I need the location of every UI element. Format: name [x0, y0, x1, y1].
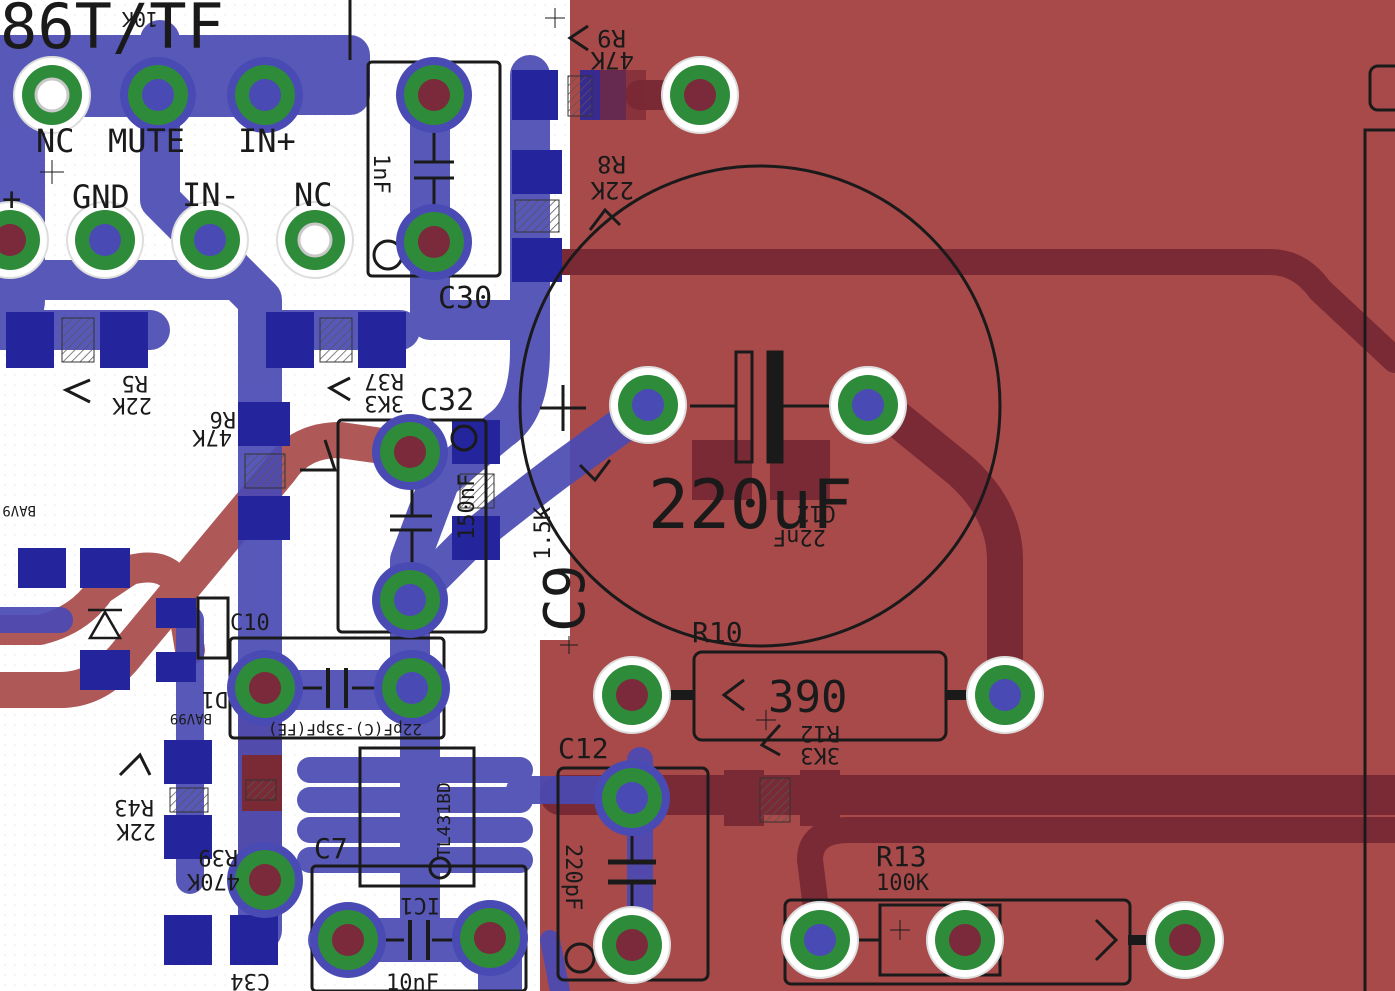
ic1-name: IC1 — [400, 892, 440, 917]
ic-part-label: 86T/TF — [0, 0, 224, 63]
pad — [0, 224, 26, 256]
r43-value: 22K — [116, 818, 156, 843]
pad — [804, 924, 836, 956]
r5-name: R5 — [122, 370, 149, 395]
c7-name: C7 — [314, 832, 348, 865]
c10-value: 22pF(C)-33pF(FE) — [268, 720, 422, 739]
pad — [616, 679, 648, 711]
pin-nc2-label: NC — [294, 176, 333, 214]
r13-name: R13 — [876, 840, 927, 873]
r8-name: R8 — [597, 150, 626, 178]
r-1k5-label: 1.5K — [531, 506, 556, 560]
c7-value: 10nF — [386, 971, 439, 991]
r43-name: R43 — [114, 794, 154, 819]
c32-name: C32 — [420, 383, 474, 418]
pad — [34, 77, 70, 113]
c34-name: C34 — [230, 968, 270, 991]
c12-value: 220pF — [560, 844, 585, 910]
pad — [299, 224, 331, 256]
cap-22nf-name: C12 — [796, 500, 836, 525]
pad — [142, 79, 174, 111]
pad — [249, 864, 281, 896]
pad — [1169, 924, 1201, 956]
pin-gnd-label: GND — [72, 178, 130, 216]
pad — [394, 436, 426, 468]
diode-d1 — [87, 608, 123, 640]
pad — [194, 224, 226, 256]
r39-name: R39 — [198, 844, 238, 869]
through-hole-pads — [0, 56, 1224, 984]
pad — [616, 782, 648, 814]
bav-top-label: BAV9 — [2, 502, 36, 518]
r6-value: 47K — [192, 424, 232, 449]
c32-value: 150nF — [455, 474, 480, 540]
pad — [418, 226, 450, 258]
c30-name: C30 — [438, 281, 492, 316]
r9-value: 47K — [590, 46, 634, 74]
pad — [249, 79, 281, 111]
c30-value: 1nF — [368, 154, 393, 194]
bav99-label: BAV99 — [170, 710, 212, 726]
r9-name: R9 — [597, 24, 626, 52]
r10-value: 390 — [768, 672, 847, 723]
pin-plus-label: + — [2, 180, 21, 218]
pad — [989, 679, 1021, 711]
pad — [949, 924, 981, 956]
pin-nc1-label: NC — [36, 122, 75, 160]
pad — [418, 79, 450, 111]
pin-in-minus-label: IN- — [182, 176, 240, 214]
r5-value: 22K — [112, 392, 152, 417]
pin-mute-label: MUTE — [108, 122, 185, 160]
d1-name: D1 — [202, 686, 229, 711]
smd-bodies — [61, 75, 791, 823]
cap-22nf-value: 22nF — [773, 524, 826, 549]
bottom-traces — [540, 80, 1395, 953]
pin-in-plus-label: IN+ — [238, 122, 296, 160]
pad — [36, 79, 68, 111]
r37-name: R37 — [364, 368, 404, 393]
r37-value: 3K3 — [364, 390, 404, 415]
r13-value: 100K — [876, 871, 930, 896]
pad — [474, 922, 506, 954]
r8-value: 22K — [590, 176, 634, 204]
c9-name: C9 — [533, 565, 598, 632]
pad — [297, 222, 333, 258]
pad — [616, 929, 648, 961]
pad — [632, 389, 664, 421]
pad — [89, 224, 121, 256]
ic-mid-label: TL431BD — [434, 782, 455, 858]
pad — [852, 389, 884, 421]
pad — [394, 584, 426, 616]
r6-name: R6 — [210, 406, 237, 431]
r12-value: 3K3 — [800, 742, 840, 767]
r10-name: R10 — [692, 616, 743, 649]
r12-name: R12 — [800, 720, 840, 745]
cap-220uf-value: 220uF — [648, 466, 853, 545]
r39-value: 470K — [186, 868, 240, 893]
pad — [396, 672, 428, 704]
ic-top-left-label: 10K — [122, 7, 158, 31]
pad — [684, 79, 716, 111]
c10-name: C10 — [230, 611, 270, 636]
origin-crosshairs — [40, 8, 910, 940]
silkscreen-text: 86T/TF 10K NC MUTE IN+ + GND IN- NC R9 4… — [0, 0, 930, 991]
pad — [332, 924, 364, 956]
c12-name: C12 — [558, 732, 609, 765]
pad — [249, 672, 281, 704]
